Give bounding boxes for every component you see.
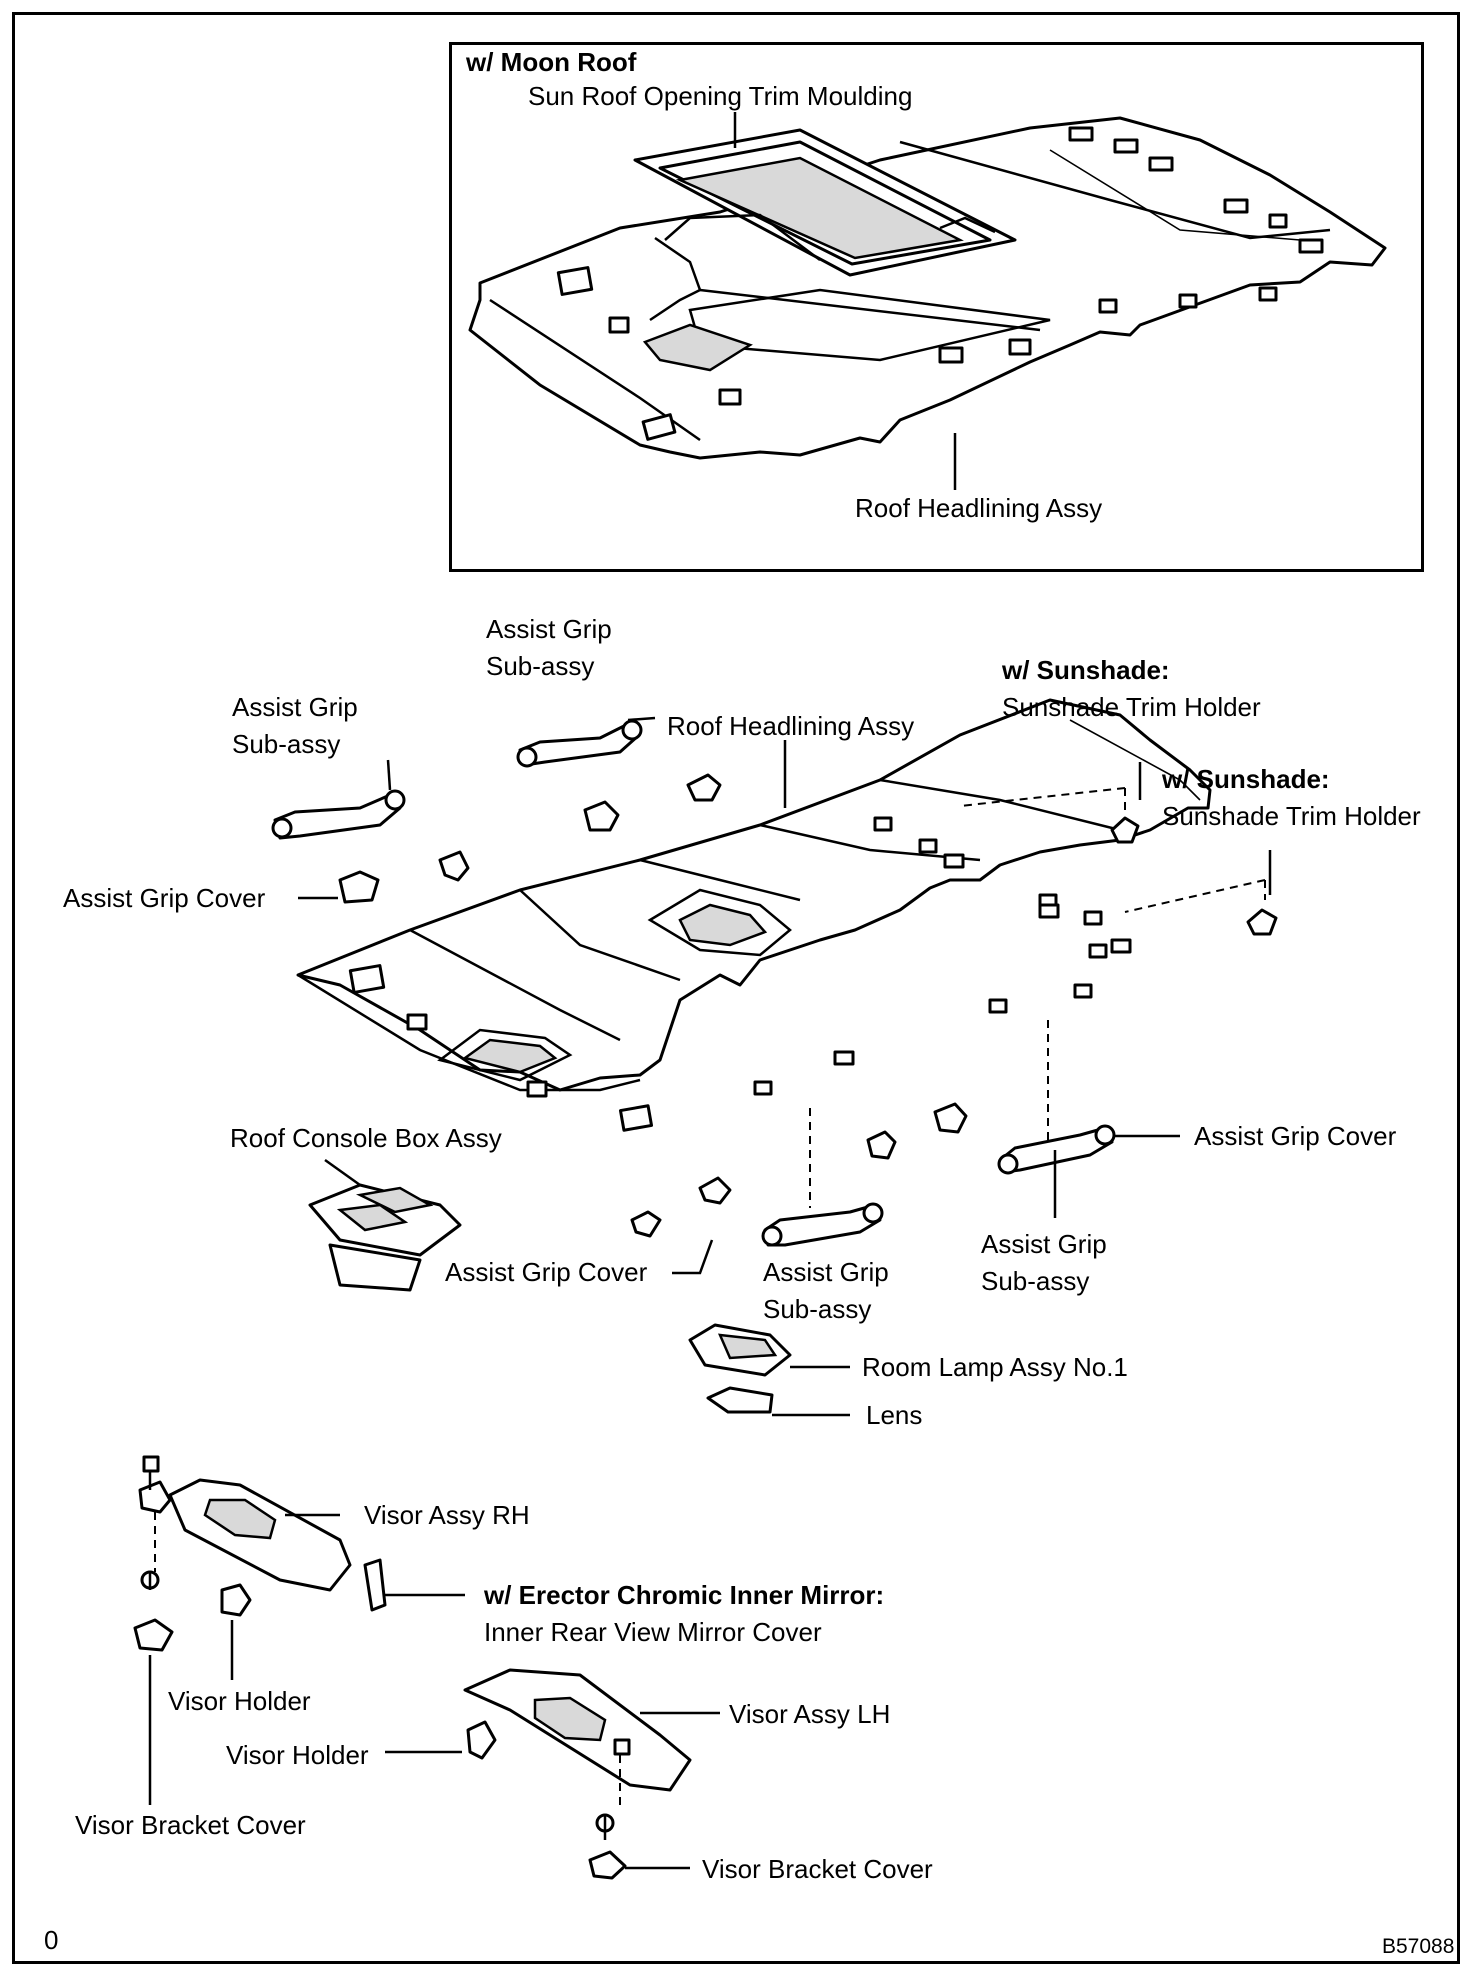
- label-erector-heading: w/ Erector Chromic Inner Mirror:: [484, 1580, 885, 1610]
- roof-console-box-drawing: [308, 1158, 462, 1292]
- label-assist-grip-right-line2: Sub-assy: [981, 1266, 1090, 1296]
- visor-lh-drawing: [385, 1668, 720, 1880]
- label-sunshade-2-heading: w/ Sunshade:: [1162, 764, 1330, 794]
- assist-grip-right: [997, 1124, 1180, 1218]
- label-assist-grip-center-line2: Sub-assy: [486, 651, 595, 681]
- label-assist-grip-cover-left: Assist Grip Cover: [63, 883, 266, 913]
- assist-grip-cover-shape-3: [583, 800, 620, 832]
- label-roof-headlining-assy-inset: Roof Headlining Assy: [855, 493, 1103, 523]
- label-visor-assy-rh: Visor Assy RH: [364, 1500, 530, 1530]
- visor-rh-drawing: [133, 1455, 465, 1805]
- label-roof-headlining-assy-main: Roof Headlining Assy: [667, 711, 915, 741]
- label-assist-grip-bottom-line2: Sub-assy: [763, 1294, 872, 1324]
- label-sunshade-trim-holder-1: Sunshade Trim Holder: [1002, 692, 1261, 722]
- assist-grip-center: [516, 716, 656, 768]
- main-headlining-drawing: [296, 698, 1278, 1208]
- label-visor-bracket-cover-1: Visor Bracket Cover: [75, 1810, 306, 1840]
- assist-grip-cover-shape-8: [933, 1102, 968, 1134]
- label-roof-console-box-assy: Roof Console Box Assy: [230, 1123, 502, 1153]
- label-assist-grip-cover-bottom: Assist Grip Cover: [445, 1257, 648, 1287]
- label-assist-grip-bottom-line1: Assist Grip: [763, 1257, 889, 1287]
- label-room-lamp-assy-no1: Room Lamp Assy No.1: [862, 1352, 1128, 1382]
- assist-grip-cover-shape-5: [630, 1210, 662, 1238]
- label-visor-assy-lh: Visor Assy LH: [729, 1699, 891, 1729]
- room-lamp-drawing: [688, 1323, 850, 1417]
- label-assist-grip-center-line1: Assist Grip: [486, 614, 612, 644]
- label-sunshade-trim-holder-2: Sunshade Trim Holder: [1162, 801, 1421, 831]
- assist-grip-bottom: [761, 1202, 884, 1247]
- assist-grip-cover-shape-4: [686, 773, 722, 802]
- assist-grip-left: [271, 759, 406, 840]
- assist-grip-cover-shape-6: [698, 1176, 732, 1205]
- moonroof-headlining-drawing: [468, 112, 1387, 490]
- label-visor-holder-1: Visor Holder: [168, 1686, 311, 1716]
- label-assist-grip-cover-right: Assist Grip Cover: [1194, 1121, 1397, 1151]
- figure-code: B57088: [1382, 1935, 1455, 1958]
- label-visor-holder-2: Visor Holder: [226, 1740, 369, 1770]
- assist-grip-cover-shape-2: [438, 850, 470, 882]
- label-sunshade-1-heading: w/ Sunshade:: [1002, 655, 1170, 685]
- moon-roof-inset-frame: [449, 42, 1424, 572]
- moon-roof-heading: w/ Moon Roof: [466, 47, 637, 77]
- label-assist-grip-left-line2: Sub-assy: [232, 729, 341, 759]
- label-lens: Lens: [866, 1400, 923, 1430]
- label-sun-roof-opening-trim-moulding: Sun Roof Opening Trim Moulding: [528, 81, 913, 111]
- label-inner-rear-view-mirror-cover: Inner Rear View Mirror Cover: [484, 1617, 822, 1647]
- assist-grip-cover-shape-1: [338, 870, 380, 904]
- assist-grip-cover-shape-7: [866, 1130, 897, 1160]
- outer-frame: [12, 12, 1460, 1964]
- label-visor-bracket-cover-2: Visor Bracket Cover: [702, 1854, 933, 1884]
- label-assist-grip-right-line1: Assist Grip: [981, 1229, 1107, 1259]
- corner-mark: 0: [44, 1925, 59, 1955]
- label-assist-grip-left-line1: Assist Grip: [232, 692, 358, 722]
